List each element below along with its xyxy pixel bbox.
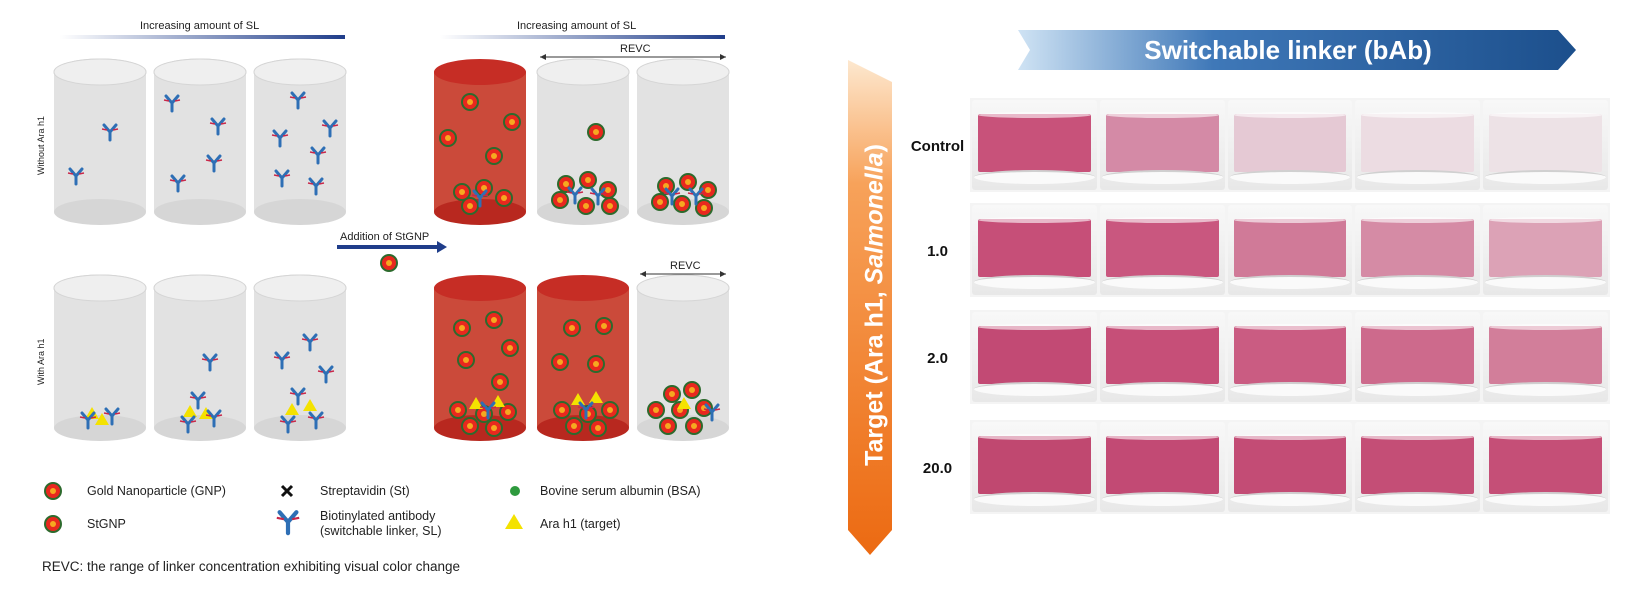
cylinder-top-4 [434, 59, 526, 225]
addition-arrow [337, 245, 437, 249]
cylinder-bottom-3 [253, 274, 347, 442]
vial-row-3 [970, 420, 1610, 514]
vial [1483, 422, 1608, 512]
cylinder-top-2 [153, 58, 247, 226]
legend-antibody-line1: Biotinylated antibody [320, 509, 436, 523]
vial [1227, 312, 1353, 402]
scale-label-right: Increasing amount of SL [517, 20, 636, 32]
gnp-icon [380, 254, 398, 272]
cylinder-bottom-6 [636, 274, 730, 442]
legend-bsa: Bovine serum albumin (BSA) [540, 484, 700, 498]
vial [1483, 205, 1608, 295]
sl-scale-bar-right [440, 35, 725, 39]
row-label-without: Without Ara h1 [36, 116, 46, 175]
cylinder-bottom-2 [153, 274, 247, 442]
photo-panel: Switchable linker (bAb) Target (Ara h1, … [840, 0, 1630, 600]
scale-label-left: Increasing amount of SL [140, 20, 259, 32]
revc-label-bottom: REVC [670, 260, 701, 272]
cylinder-bottom-1 [53, 274, 147, 442]
stgnp-legend-icon [44, 515, 62, 533]
legend-target: Ara h1 (target) [540, 517, 621, 531]
vial [1099, 205, 1225, 295]
cylinder-top-3 [253, 58, 347, 226]
vial [1099, 312, 1225, 402]
vial [1355, 205, 1481, 295]
cylinder-top-1 [53, 58, 147, 226]
vial-row-2 [970, 310, 1610, 404]
schematic-diagram: Increasing amount of SL Increasing amoun… [36, 20, 730, 574]
cylinder-top-5 [536, 58, 630, 226]
switchable-linker-banner: Switchable linker (bAb) [1018, 30, 1578, 70]
vial [1355, 100, 1481, 190]
vial-row-1 [970, 203, 1610, 297]
vial [1099, 422, 1225, 512]
vial [1355, 422, 1481, 512]
vial [1355, 312, 1481, 402]
legend-antibody-line2: (switchable linker, SL) [320, 524, 442, 538]
row-label-with: With Ara h1 [36, 338, 46, 385]
vial [1483, 100, 1608, 190]
vial [972, 205, 1097, 295]
vial [972, 422, 1097, 512]
row-label-0: Control [910, 138, 965, 155]
vial [1227, 422, 1353, 512]
target-axis-label: Target (Ara h1, Salmonella) [860, 144, 889, 466]
revc-label-top: REVC [620, 43, 651, 55]
vial [1227, 205, 1353, 295]
vial [1227, 100, 1353, 190]
footnote: REVC: the range of linker concentration … [42, 559, 460, 574]
gnp-legend-icon [44, 482, 62, 500]
bsa-icon [510, 486, 520, 496]
vial [972, 312, 1097, 402]
target-arrow [848, 60, 892, 555]
row-label-1: 1.0 [927, 243, 948, 260]
legend-gnp: Gold Nanoparticle (GNP) [87, 484, 226, 498]
antibody-icon [277, 512, 299, 533]
banner-arrow-shape [1018, 30, 1576, 70]
legend-stgnp: StGNP [87, 517, 126, 531]
row-label-3: 20.0 [922, 460, 953, 477]
vial [972, 100, 1097, 190]
cylinder-bottom-5 [537, 275, 629, 441]
vial-row-0 [970, 98, 1610, 192]
row-label-2: 2.0 [927, 350, 948, 367]
streptavidin-icon [280, 484, 294, 498]
banner-title: Switchable linker (bAb) [1144, 35, 1432, 65]
legend-streptavidin: Streptavidin (St) [320, 484, 410, 498]
vial [1099, 100, 1225, 190]
legend: Gold Nanoparticle (GNP) StGNP Streptavid… [44, 482, 700, 538]
sl-scale-bar-left [60, 35, 345, 39]
cylinder-top-6 [636, 58, 730, 226]
addition-label: Addition of StGNP [340, 231, 429, 243]
cylinder-bottom-4 [434, 275, 526, 441]
vial [1483, 312, 1608, 402]
target-icon [505, 514, 523, 529]
